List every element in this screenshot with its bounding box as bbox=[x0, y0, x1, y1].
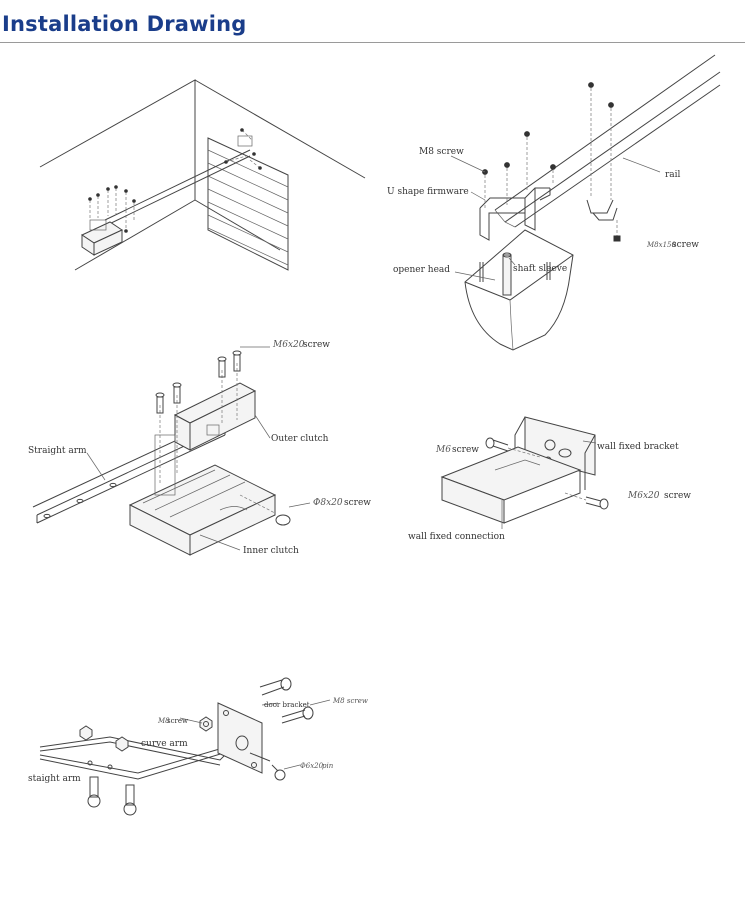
m8-screws bbox=[482, 82, 621, 242]
label-rail: rail bbox=[665, 170, 681, 180]
opener-head-body bbox=[464, 229, 574, 351]
label-straight-arm: Straight arm bbox=[28, 446, 87, 456]
pin bbox=[249, 752, 286, 781]
garage-door bbox=[207, 137, 289, 271]
clutch-assembly-diagram: M6x20 screw Outer clutch Straight arm Φ8… bbox=[28, 340, 371, 556]
curve-arm bbox=[39, 736, 226, 766]
leader-lines bbox=[179, 699, 331, 770]
label-opener-head: opener head bbox=[393, 265, 450, 275]
label-d8x20-part: Φ8x20 bbox=[313, 498, 343, 508]
m8-screws bbox=[79, 677, 314, 816]
door-bracket-diagram: M8 screw door bracket M8 screw curve arm… bbox=[28, 677, 368, 816]
leader-lines bbox=[450, 155, 661, 281]
label-m8-part: M8 bbox=[157, 717, 170, 725]
label-door-bracket: door bracket bbox=[264, 701, 310, 709]
label-u-shape-firmware: U shape firmware bbox=[387, 187, 469, 197]
wall-bracket-diagram: M6 screw wall fixed bracket M6x20 screw … bbox=[408, 416, 691, 542]
label-m6-screw: screw bbox=[452, 445, 479, 455]
garage-overview-diagram bbox=[39, 79, 366, 271]
mounting-screws bbox=[88, 185, 136, 233]
label-pin-part: Φ6x20 bbox=[300, 762, 324, 770]
label-m6x20-screw: screw bbox=[303, 340, 330, 350]
label-m8-screw-right: M8 screw bbox=[332, 697, 368, 705]
opener-head bbox=[80, 219, 124, 256]
rail-mount-diagram: M8 screw U shape firmware rail M8x150 sc… bbox=[387, 54, 721, 351]
leader-lines bbox=[86, 346, 311, 551]
wall-fixed-connection bbox=[440, 446, 582, 524]
u-shape-firmware bbox=[479, 187, 551, 241]
label-shaft-sleeve: shaft sleeve bbox=[513, 264, 567, 274]
rear-bracket bbox=[586, 199, 618, 221]
straight-arm bbox=[39, 739, 251, 780]
title-divider bbox=[0, 42, 745, 43]
shaft-sleeve bbox=[502, 252, 512, 296]
label-m6x20-part: M6x20 bbox=[272, 340, 305, 350]
label-wall-fixed-bracket: wall fixed bracket bbox=[597, 442, 679, 452]
label-staight-arm: staight arm bbox=[28, 774, 81, 784]
label-m6x20-part: M6x20 bbox=[627, 491, 660, 501]
label-m8-screw: M8 screw bbox=[419, 147, 464, 157]
label-m6x20-screw: screw bbox=[664, 491, 691, 501]
m6-screws bbox=[485, 437, 609, 510]
label-d8x20-screw: screw bbox=[344, 498, 371, 508]
page-title: Installation Drawing bbox=[2, 12, 247, 36]
label-pin: pin bbox=[322, 762, 334, 770]
inner-clutch bbox=[128, 464, 277, 556]
label-curve-arm: curve arm bbox=[141, 739, 188, 749]
label-wall-fixed-connection: wall fixed connection bbox=[408, 532, 505, 542]
label-m8x150-screw: screw bbox=[672, 240, 699, 250]
label-outer-clutch: Outer clutch bbox=[271, 434, 329, 444]
rail bbox=[494, 54, 721, 228]
label-m6-part: M6 bbox=[435, 445, 451, 455]
label-m8x150-part: M8x150 bbox=[646, 241, 676, 249]
leader-lines bbox=[501, 440, 597, 529]
door-bracket-plate bbox=[217, 702, 263, 774]
head-bolts bbox=[479, 262, 551, 282]
m6x20-screws bbox=[155, 350, 242, 485]
outer-clutch bbox=[154, 382, 257, 496]
label-m8-screw: screw bbox=[167, 717, 188, 725]
d8x20-screw bbox=[239, 494, 291, 526]
door-bracket-assembly bbox=[224, 128, 262, 170]
label-inner-clutch: Inner clutch bbox=[243, 546, 299, 556]
